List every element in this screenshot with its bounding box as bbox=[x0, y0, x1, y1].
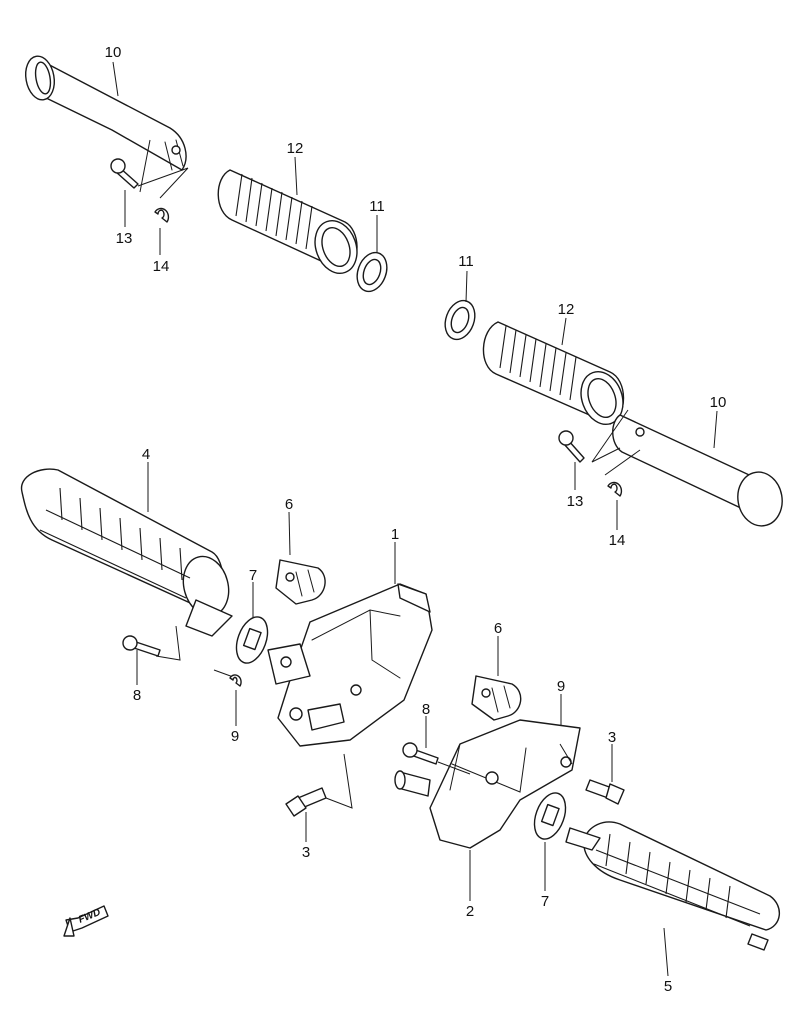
callout-8-right: 8 bbox=[422, 701, 430, 718]
callout-12-upper-left: 12 bbox=[287, 140, 304, 157]
callout-8-left: 8 bbox=[133, 687, 141, 704]
part-4-left-footpeg[interactable] bbox=[20, 468, 235, 637]
part-6-right-clamp[interactable] bbox=[471, 675, 522, 721]
part-10-right-peg-bar[interactable] bbox=[612, 414, 787, 529]
part-11-left-washer[interactable] bbox=[352, 248, 392, 295]
callout-3-left: 3 bbox=[302, 844, 310, 861]
part-2-right-bracket[interactable] bbox=[394, 719, 581, 849]
callout-10-upper-left: 10 bbox=[105, 44, 122, 61]
callout-6-right: 6 bbox=[494, 620, 502, 637]
callout-7-right: 7 bbox=[541, 893, 549, 910]
assembly-line bbox=[325, 753, 353, 809]
callout-5: 5 bbox=[664, 978, 672, 995]
callout-9-left: 9 bbox=[231, 728, 239, 745]
assembly-line bbox=[591, 409, 641, 476]
part-11-right-washer[interactable] bbox=[440, 296, 480, 343]
part-6-left-clamp[interactable] bbox=[275, 559, 326, 605]
part-12-right-grip[interactable] bbox=[482, 321, 630, 430]
assembly-line bbox=[155, 625, 237, 679]
callout-6-left: 6 bbox=[285, 496, 293, 513]
callout-1: 1 bbox=[391, 526, 399, 543]
callout-labels: 10 12 11 13 14 11 12 10 13 14 4 6 7 1 8 … bbox=[105, 44, 727, 995]
leader-lines bbox=[112, 61, 718, 977]
callout-10-upper-right: 10 bbox=[710, 394, 727, 411]
part-1-left-bracket[interactable] bbox=[277, 583, 433, 747]
part-13-left-pin[interactable] bbox=[110, 158, 139, 189]
part-7-right-plate[interactable] bbox=[529, 789, 572, 844]
part-9-left-clip[interactable] bbox=[229, 674, 242, 687]
callout-7-left: 7 bbox=[249, 567, 257, 584]
callout-12-upper-right: 12 bbox=[558, 301, 575, 318]
callout-4: 4 bbox=[142, 446, 150, 463]
callout-9-right: 9 bbox=[557, 678, 565, 695]
part-10-left-peg-bar[interactable] bbox=[22, 54, 187, 171]
callout-11-upper-left: 11 bbox=[369, 198, 385, 215]
part-3-left-bolt[interactable] bbox=[285, 787, 327, 817]
callout-14-upper-right: 14 bbox=[609, 532, 626, 549]
part-3-right-bolt[interactable] bbox=[585, 779, 625, 805]
callout-3-right: 3 bbox=[608, 729, 616, 746]
part-7-left-plate[interactable] bbox=[231, 613, 274, 668]
callout-11-upper-right: 11 bbox=[458, 253, 474, 270]
part-5-right-footpeg[interactable] bbox=[565, 821, 780, 951]
callout-13-upper-right: 13 bbox=[567, 493, 584, 510]
fwd-arrow-icon: FWD bbox=[63, 905, 109, 937]
part-14-left-clip[interactable] bbox=[154, 207, 170, 223]
part-8-right-pin[interactable] bbox=[402, 742, 439, 765]
part-13-right-pin[interactable] bbox=[558, 430, 585, 463]
assembly-line bbox=[137, 139, 189, 199]
callout-2: 2 bbox=[466, 903, 474, 920]
part-8-left-pin[interactable] bbox=[122, 635, 161, 657]
part-1-left-bracket-tab[interactable] bbox=[267, 643, 311, 685]
part-12-left-grip[interactable] bbox=[217, 169, 364, 279]
assembly-line bbox=[437, 743, 573, 775]
part-14-right-clip[interactable] bbox=[607, 481, 623, 497]
callout-14-upper-left: 14 bbox=[153, 258, 170, 275]
callout-13-upper-left: 13 bbox=[116, 230, 133, 247]
